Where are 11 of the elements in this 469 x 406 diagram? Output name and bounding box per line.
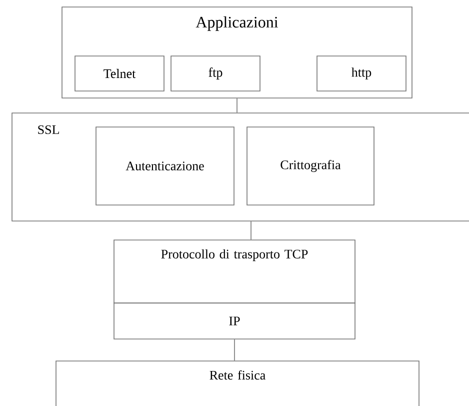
layer-box: Rete fisica [56, 360, 420, 406]
component-box: Telnet [74, 56, 164, 92]
component-box: Autenticazione [96, 126, 234, 206]
connector-line [234, 339, 235, 361]
component-box: IP [114, 302, 356, 340]
connector-line [236, 98, 238, 113]
component-box: ftp [170, 56, 260, 92]
component-box: Protocollo di trasporto TCP [114, 240, 356, 304]
connector-line [250, 221, 252, 240]
component-box: http [316, 56, 406, 92]
component-box: Crittografia [246, 126, 374, 206]
